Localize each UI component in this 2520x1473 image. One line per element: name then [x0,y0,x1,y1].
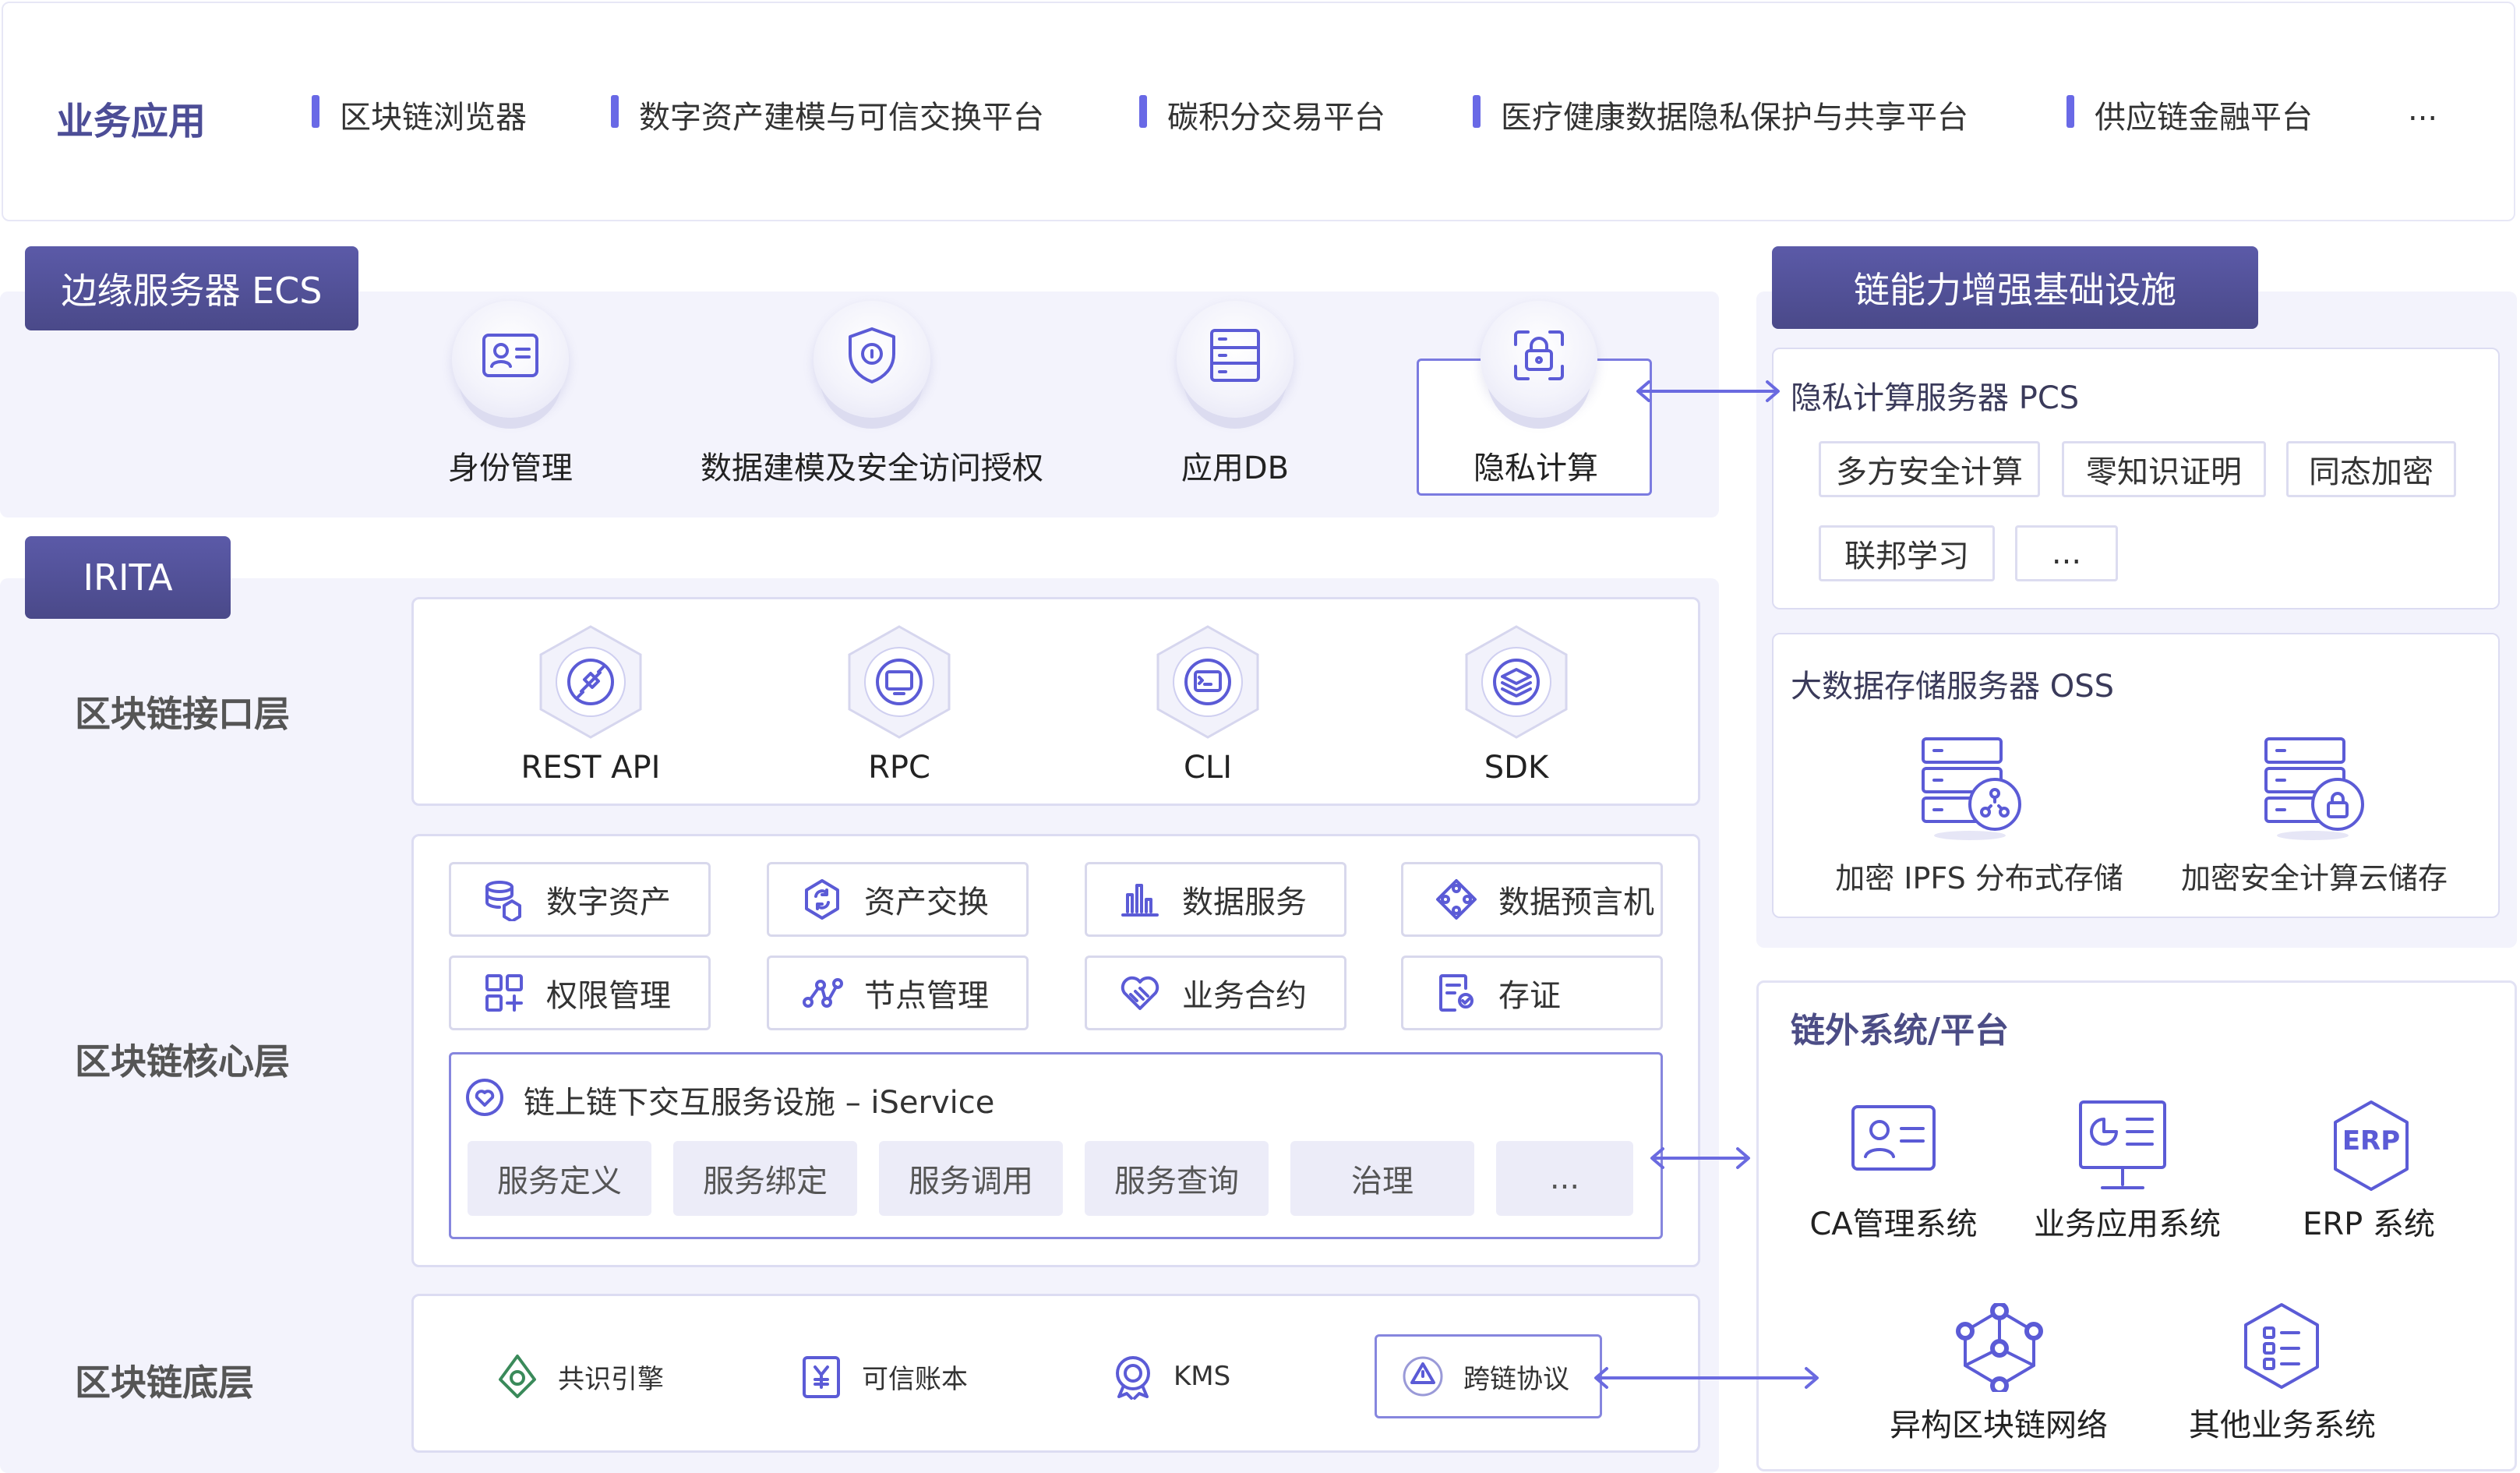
rest-api-icon [538,623,644,740]
ipfs-storage-icon [1915,734,2032,846]
oss-item-ipfs: 加密 IPFS 分布式存储 [1835,861,2123,895]
iservice-heart-icon [464,1077,505,1121]
app-item-supply-chain-finance: 供应链金融平台 [2066,92,2313,137]
core-node-management-label: 节点管理 [864,978,989,1014]
service-invoke: 服务调用 [879,1141,1063,1216]
external-other-system-label: 其他业务系统 [2189,1408,2376,1443]
base-ledger: 可信账本 [798,1353,968,1400]
core-data-service: 数据服务 [1085,862,1346,937]
ecs-tag: 边缘服务器 ECS [25,246,358,330]
core-business-contract-label: 业务合约 [1182,978,1307,1014]
pcs-title: 隐私计算服务器 PCS [1791,380,2080,416]
infra-tag: 链能力增强基础设施 [1772,246,2258,329]
external-erp-label: ERP 系统 [2303,1206,2435,1242]
service-define: 服务定义 [468,1141,651,1216]
rest-api-label: REST API [521,750,661,786]
service-query: 服务查询 [1085,1141,1269,1216]
base-consensus-label: 共识引擎 [558,1363,664,1395]
external-systems-panel [1756,980,2517,1471]
privacy-lock-icon [1481,301,1597,418]
data-security-icon [814,301,930,418]
pcs-chip-he: 同态加密 [2286,441,2456,497]
core-oracle-label: 数据预言机 [1498,885,1654,920]
ecs-label-identity: 身份管理 [448,450,573,486]
base-cross-chain: 跨链协议 [1399,1353,1569,1400]
business-applications-title: 业务应用 [56,100,206,143]
base-ledger-label: 可信账本 [862,1363,968,1395]
pcs-chip-mpc: 多方安全计算 [1819,441,2040,497]
external-heterogeneous-chain-label: 异构区块链网络 [1890,1408,2108,1443]
ecs-label-privacy: 隐私计算 [1474,450,1598,486]
erp-icon-text: ERP [2342,1125,2401,1157]
core-data-service-label: 数据服务 [1182,885,1307,920]
rpc-label: RPC [868,750,930,786]
service-bind: 服务绑定 [673,1141,857,1216]
core-evidence: 存证 [1401,956,1663,1030]
core-digital-asset-label: 数字资产 [546,885,671,920]
pcs-chip-fl: 联邦学习 [1819,525,1995,581]
iservice-title: 链上链下交互服务设施 – iService [524,1085,995,1121]
core-asset-exchange-label: 资产交换 [864,885,989,920]
app-item-digital-asset-platform: 数字资产建模与可信交换平台 [611,92,1044,137]
sdk-label: SDK [1484,750,1549,786]
service-more: ... [1496,1141,1633,1216]
core-permission-label: 权限管理 [546,978,671,1014]
core-oracle: 数据预言机 [1401,862,1663,937]
interface-layer-label: 区块链接口层 [75,693,290,735]
external-business-app-label: 业务应用系统 [2034,1206,2221,1242]
base-layer-label: 区块链底层 [75,1362,254,1404]
identity-icon [452,301,569,418]
core-layer-label: 区块链核心层 [75,1040,290,1083]
app-item-more: ... [2408,92,2438,128]
core-digital-asset: 数字资产 [449,862,711,937]
core-evidence-label: 存证 [1498,978,1561,1014]
external-title: 链外系统/平台 [1791,1011,2010,1051]
ecs-label-data-modeling: 数据建模及安全访问授权 [701,450,1043,486]
app-item-block-explorer: 区块链浏览器 [312,92,527,137]
rpc-icon [846,623,952,740]
business-app-system-icon [2076,1097,2169,1197]
irita-tag: IRITA [25,536,231,619]
erp-system-icon: ERP [2328,1097,2414,1197]
app-item-carbon-trading: 碳积分交易平台 [1139,92,1385,137]
ecs-label-app-db: 应用DB [1181,450,1290,486]
app-item-medical-data: 医疗健康数据隐私保护与共享平台 [1473,92,1968,137]
base-consensus: 共识引擎 [494,1353,664,1400]
core-node-management: 节点管理 [767,956,1029,1030]
heterogeneous-blockchain-icon [1951,1302,2048,1395]
cross-chain-to-external-arrow [1590,1364,1823,1392]
core-business-contract: 业务合约 [1085,956,1346,1030]
pcs-chip-more: ... [2015,525,2118,581]
other-business-system-icon [2238,1300,2325,1395]
base-kms-label: KMS [1174,1361,1231,1392]
base-cross-chain-label: 跨链协议 [1463,1363,1569,1395]
external-ca-label: CA管理系统 [1809,1206,1978,1242]
oss-item-secure-cloud: 加密安全计算云储存 [2180,861,2448,895]
service-governance: 治理 [1290,1141,1474,1216]
sdk-icon [1463,623,1569,740]
core-permission: 权限管理 [449,956,711,1030]
secure-cloud-storage-icon [2258,734,2375,846]
privacy-to-pcs-arrow [1630,377,1786,405]
base-kms: KMS [1110,1353,1230,1400]
business-applications-band [2,2,2515,221]
cli-icon [1155,623,1261,740]
cross-chain-box [1375,1334,1602,1418]
ca-system-icon [1848,1100,1939,1178]
core-asset-exchange: 资产交换 [767,862,1029,937]
database-icon [1177,301,1294,418]
oss-title: 大数据存储服务器 OSS [1791,669,2114,705]
oss-box [1772,633,2500,918]
iservice-to-external-arrow [1646,1144,1755,1172]
pcs-chip-zkp: 零知识证明 [2062,441,2266,497]
cli-label: CLI [1183,750,1232,786]
